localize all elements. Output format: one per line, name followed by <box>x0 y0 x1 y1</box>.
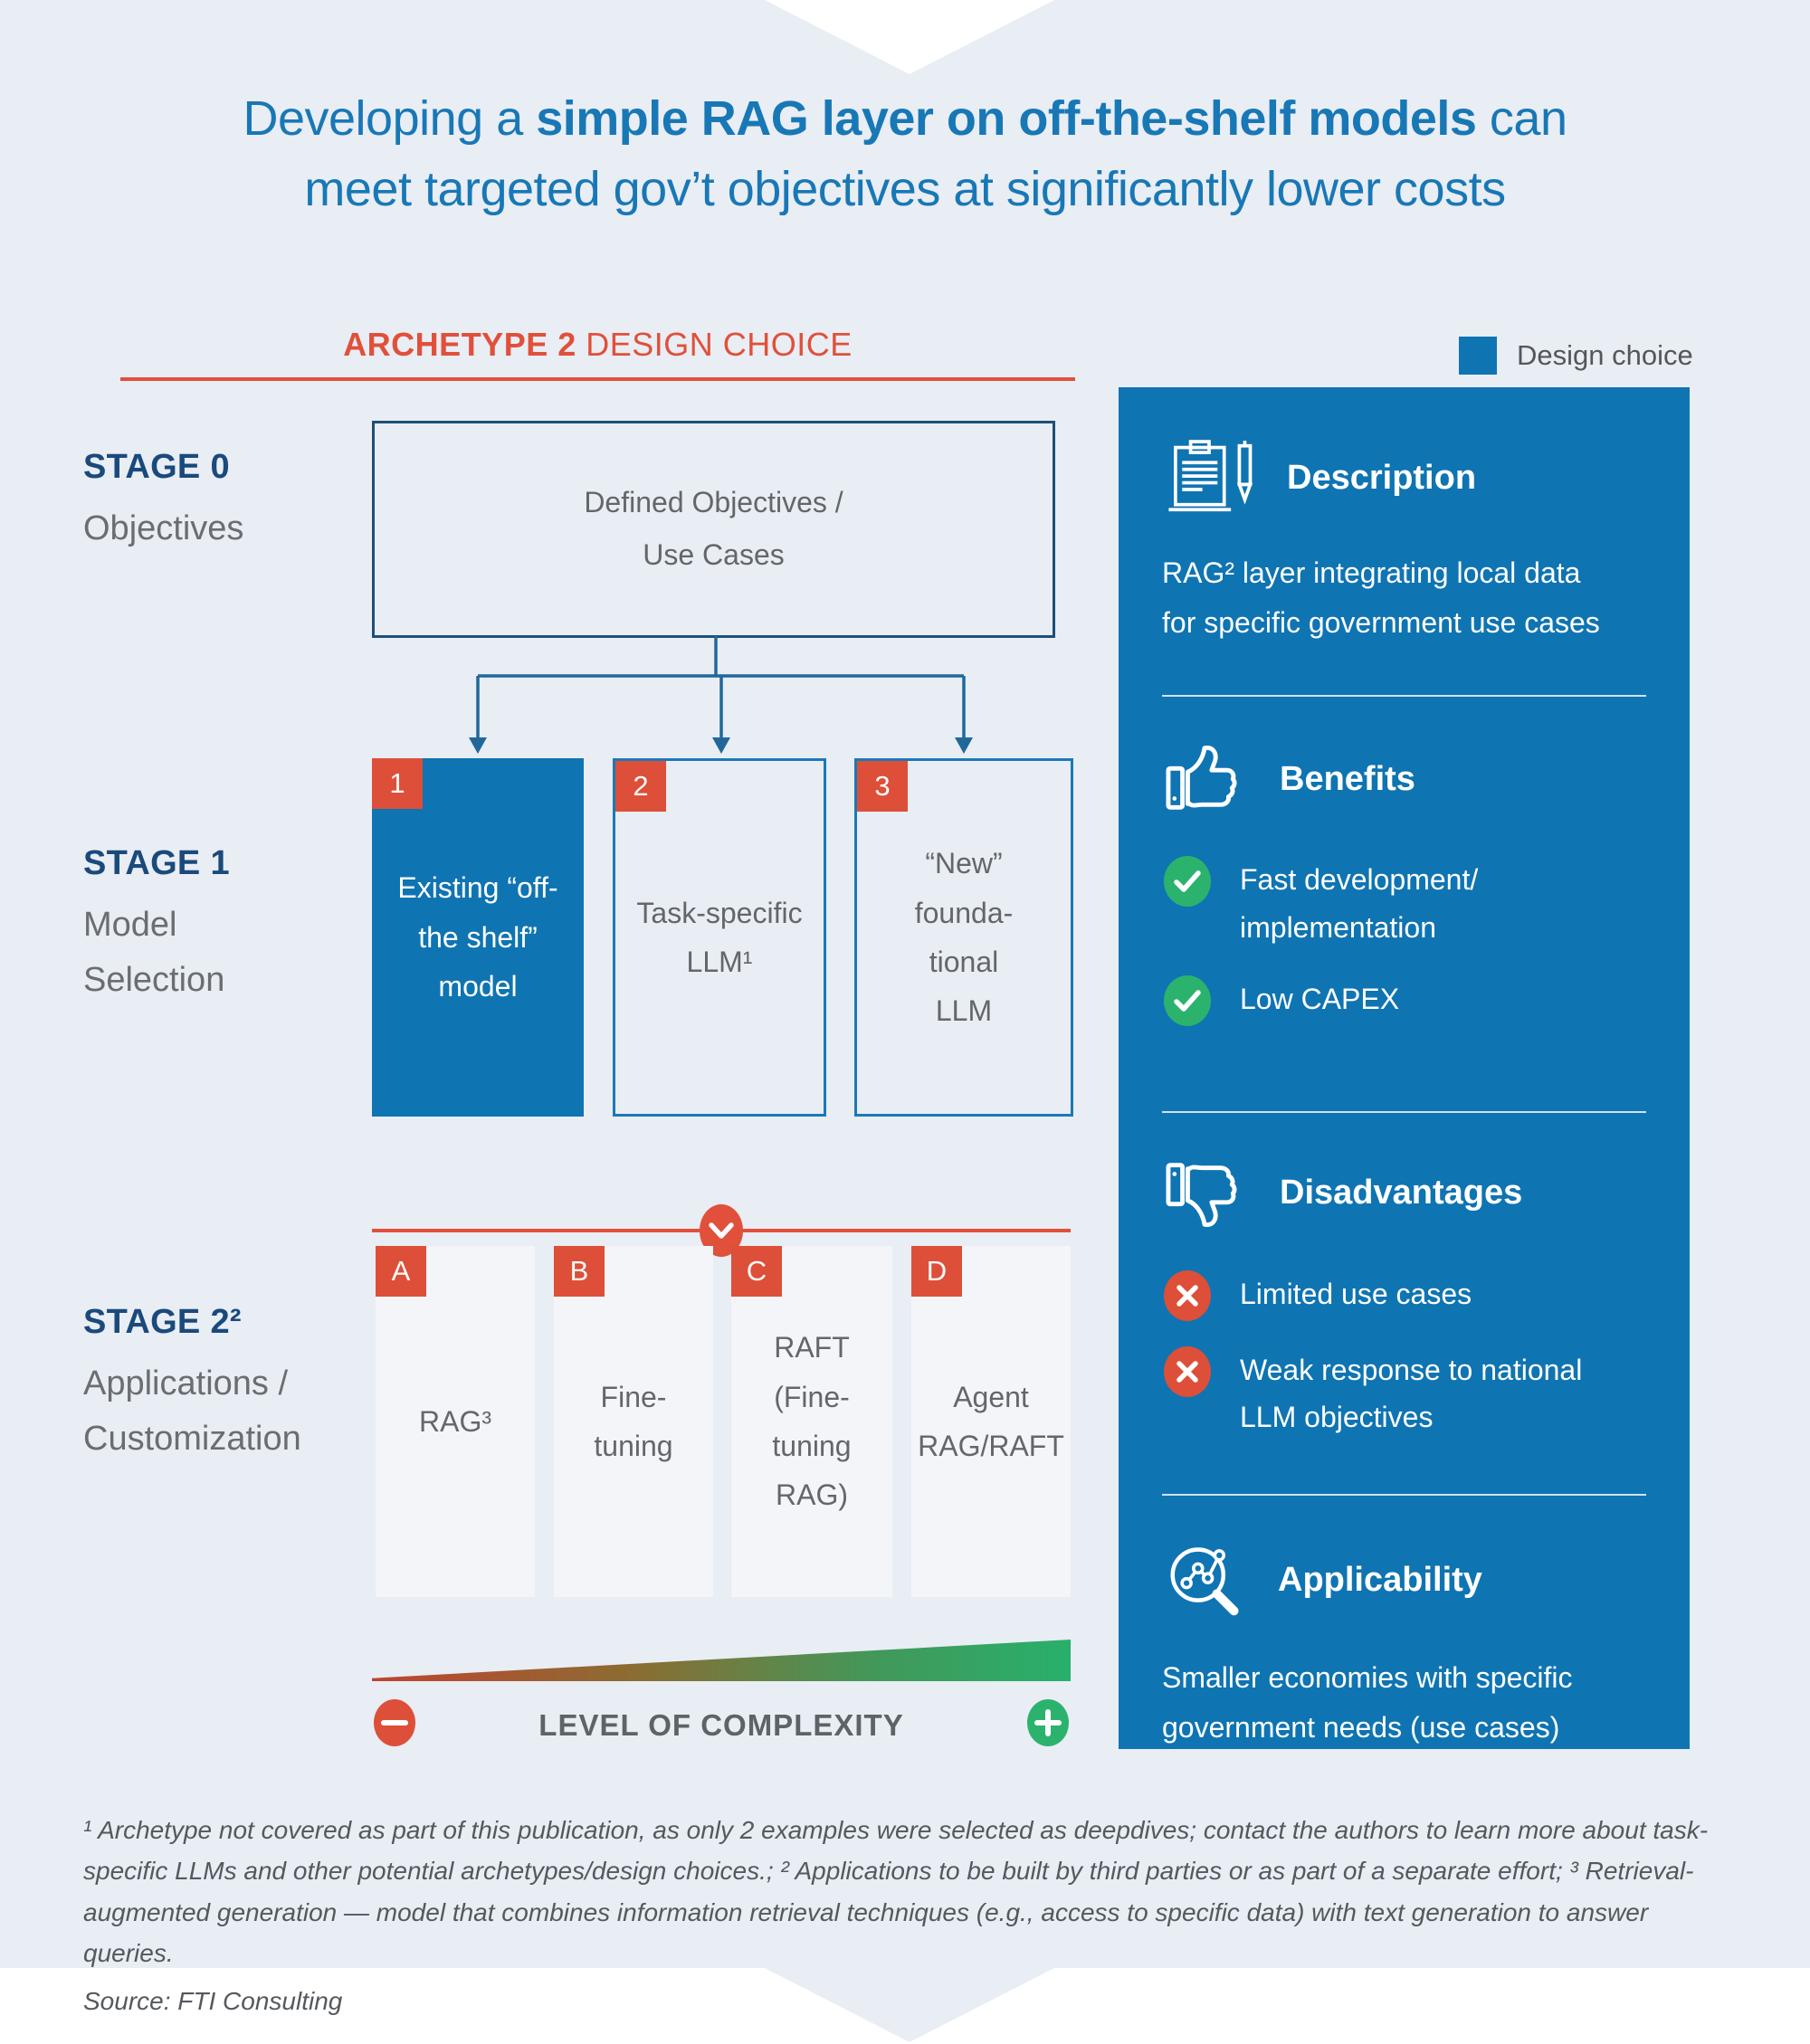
benefit-item-text: Low CAPEX <box>1240 982 1400 1015</box>
disadvantage-item: Limited use cases <box>1162 1269 1646 1323</box>
applicability-title: Applicability <box>1278 1560 1482 1599</box>
plus-circle-icon <box>1027 1699 1069 1746</box>
archetype-underline <box>120 377 1075 381</box>
description-title: Description <box>1287 458 1477 497</box>
stage2-option-c-text: RAFT (Fine- tuning RAG) <box>772 1331 852 1512</box>
check-circle-icon <box>1164 856 1211 908</box>
title-bold: simple RAG layer on off-the-shelf models <box>536 91 1477 146</box>
thumbs-down-icon <box>1166 1162 1237 1227</box>
branch-connector <box>469 636 973 754</box>
stage1-sublabel: Model Selection <box>83 906 225 999</box>
stage2-option-fine-tuning: B Fine- tuning <box>554 1246 713 1597</box>
legend: Design choice <box>1459 337 1693 375</box>
stage1-option-1-text: Existing “off- the shelf” model <box>397 871 558 1003</box>
stage2-option-a-text: RAG³ <box>419 1404 491 1438</box>
stage2-option-d-text: Agent RAG/RAFT <box>918 1380 1064 1462</box>
title-prefix: Developing a <box>243 91 537 146</box>
minus-circle-icon <box>374 1699 415 1746</box>
archetype-header-regular: DESIGN CHOICE <box>576 326 853 363</box>
stage0-label-block: STAGE 0 Objectives <box>83 448 243 556</box>
stage1-option-new-foundational-llm: 3 “New” founda- tional LLM <box>854 758 1073 1117</box>
archetype-header: ARCHETYPE 2 DESIGN CHOICE <box>120 326 1075 364</box>
title-line2: meet targeted gov’t objectives at signif… <box>304 162 1506 217</box>
disadvantages-header: Disadvantages <box>1162 1155 1646 1232</box>
stage2-sublabel: Applications / Customization <box>83 1364 301 1458</box>
stage2-option-raft: C RAFT (Fine- tuning RAG) <box>731 1246 892 1597</box>
bottom-chevron-notch <box>765 1968 1054 2042</box>
stage1-option-2-text: Task-specific LLM¹ <box>636 896 803 978</box>
stage1-title: STAGE 1 <box>83 844 230 882</box>
design-choice-swatch-icon <box>1459 337 1497 375</box>
panel-divider <box>1162 695 1646 698</box>
complexity-row: LEVEL OF COMPLEXITY <box>372 1697 1071 1752</box>
stage1-label-block: STAGE 1 Model Selection <box>83 844 230 1008</box>
design-choice-panel: Description RAG² layer integrating local… <box>1119 387 1690 1749</box>
footnotes: ¹ Archetype not covered as part of this … <box>83 1810 1732 2022</box>
stage2-option-b-text: Fine- tuning <box>594 1380 673 1462</box>
badge-2: 2 <box>615 761 666 812</box>
badge-3: 3 <box>857 761 908 812</box>
stage1-option-3-text: “New” founda- tional LLM <box>914 847 1014 1028</box>
benefit-item-text: Fast development/ implementation <box>1240 863 1479 944</box>
benefit-item: Low CAPEX <box>1162 974 1646 1028</box>
applicability-body: Smaller economies with specific governme… <box>1162 1661 1573 1745</box>
title-suffix: can <box>1476 91 1567 146</box>
description-header: Description <box>1162 438 1646 518</box>
page-title: Developing a simple RAG layer on off-the… <box>0 83 1810 225</box>
disadvantage-item-text: Limited use cases <box>1240 1277 1472 1310</box>
stage1-option-task-specific-llm: 2 Task-specific LLM¹ <box>613 758 826 1117</box>
archetype-header-bold: ARCHETYPE 2 <box>343 326 576 363</box>
x-circle-icon <box>1164 1269 1211 1321</box>
benefit-item: Fast development/ implementation <box>1162 856 1646 952</box>
thumbs-up-icon <box>1166 746 1237 810</box>
magnifier-chart-icon <box>1170 1547 1239 1616</box>
footnote-text: ¹ Archetype not covered as part of this … <box>83 1816 1709 1968</box>
stage2-label-block: STAGE 2² Applications / Customization <box>83 1303 301 1467</box>
badge-d: D <box>911 1246 962 1297</box>
chevron-down-icon <box>700 1204 743 1257</box>
stage2-title: STAGE 2² <box>83 1303 242 1341</box>
x-circle-icon <box>1164 1345 1211 1397</box>
clipboard-pen-icon <box>1168 440 1253 512</box>
stage0-title: STAGE 0 <box>83 448 230 486</box>
complexity-label: LEVEL OF COMPLEXITY <box>538 1708 904 1742</box>
check-circle-icon <box>1164 974 1211 1026</box>
badge-1: 1 <box>372 758 423 809</box>
panel-divider <box>1162 1110 1646 1113</box>
top-chevron-notch <box>765 0 1054 74</box>
source-line: Source: FTI Consulting <box>83 1987 343 2016</box>
panel-divider <box>1162 1494 1646 1497</box>
badge-c: C <box>731 1246 782 1297</box>
applicability-header: Applicability <box>1162 1537 1646 1622</box>
benefits-title: Benefits <box>1280 759 1415 798</box>
disadvantage-item-text: Weak response to national LLM objectives <box>1240 1353 1583 1434</box>
stage1-option-existing-off-the-shelf: 1 Existing “off- the shelf” model <box>372 758 584 1117</box>
badge-a: A <box>376 1246 426 1297</box>
badge-b: B <box>554 1246 605 1297</box>
legend-label: Design choice <box>1517 339 1693 371</box>
defined-objectives-text: Defined Objectives / Use Cases <box>584 486 843 571</box>
stage2-option-rag: A RAG³ <box>376 1246 535 1597</box>
description-body: RAG² layer integrating local data for sp… <box>1162 556 1600 640</box>
stage0-sublabel: Objectives <box>83 509 244 547</box>
defined-objectives-box: Defined Objectives / Use Cases <box>372 421 1055 638</box>
disadvantages-title: Disadvantages <box>1280 1174 1523 1212</box>
disadvantage-item: Weak response to national LLM objectives <box>1162 1345 1646 1442</box>
stage2-option-agent-rag-raft: D Agent RAG/RAFT <box>911 1246 1071 1597</box>
benefits-header: Benefits <box>1162 740 1646 818</box>
